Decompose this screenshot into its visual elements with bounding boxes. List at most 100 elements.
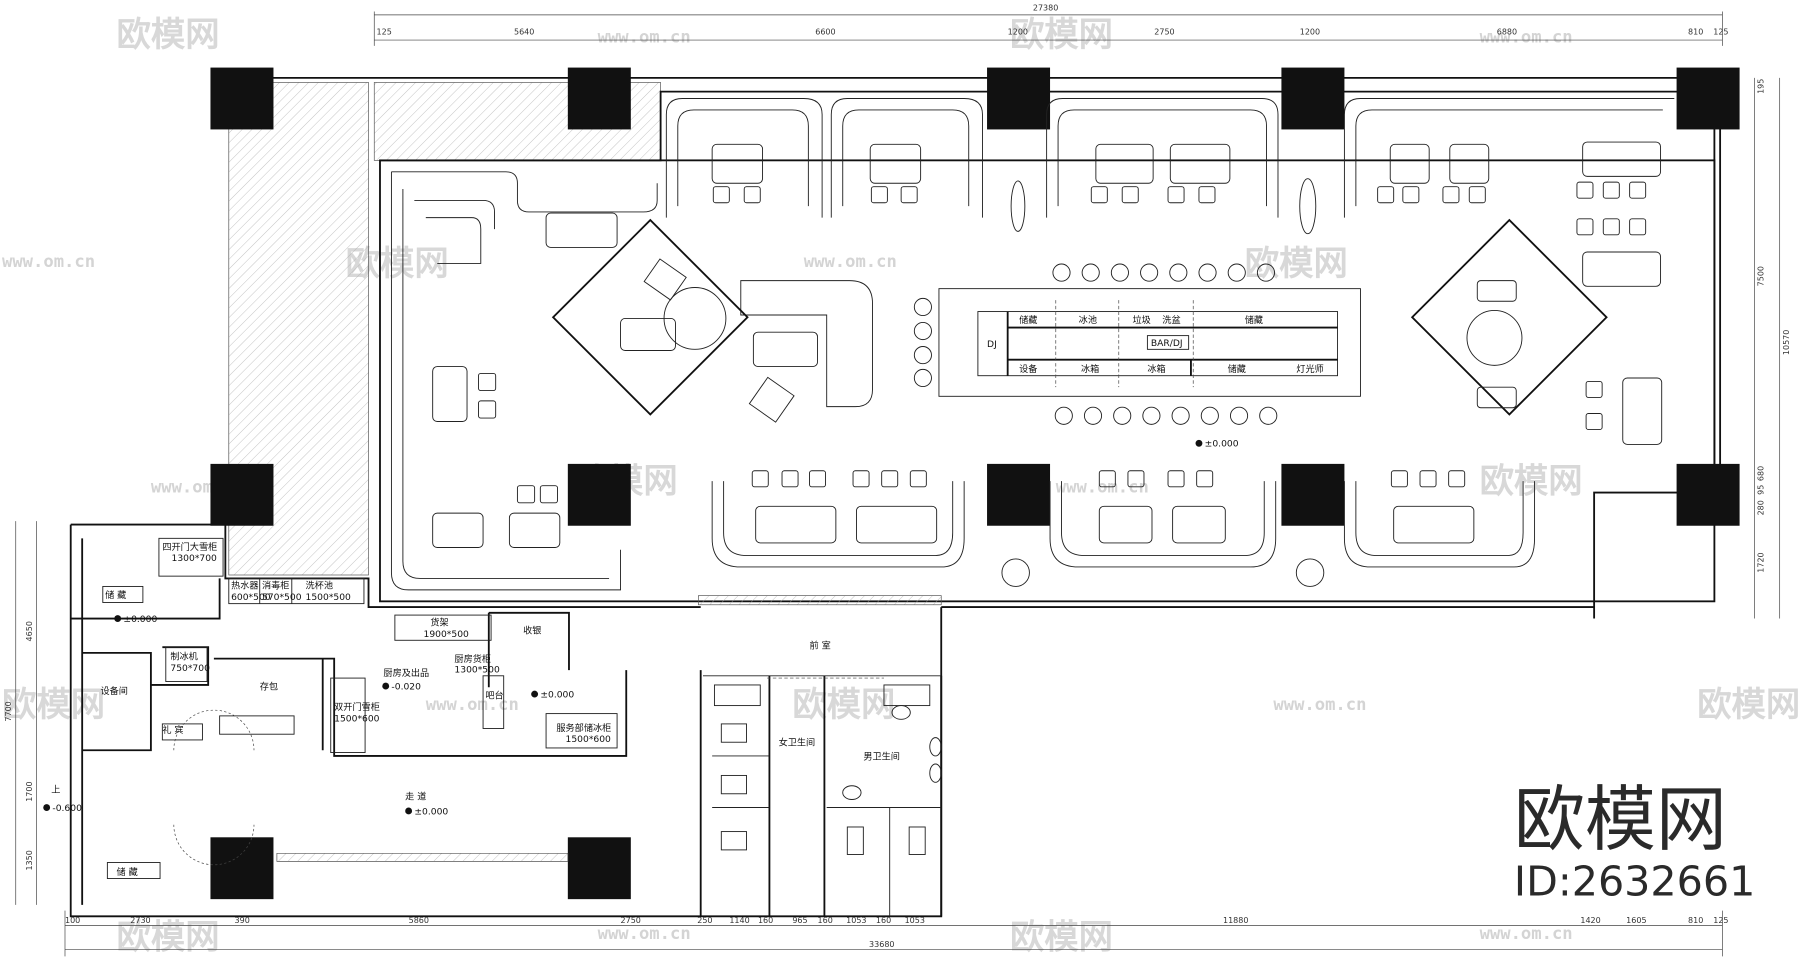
- room-label: 收银: [523, 624, 541, 636]
- room-label: 走 道: [405, 790, 426, 802]
- watermark-url: www.om.cn: [2, 252, 95, 272]
- structural-columns: [210, 67, 1740, 900]
- room-label: 储 藏: [105, 589, 126, 601]
- room-label: 储 藏: [117, 866, 138, 878]
- dim-bottom: 965: [792, 916, 807, 925]
- dim-bottom: 5860: [409, 916, 429, 925]
- bar-stool: [1081, 263, 1100, 282]
- small-seat: [1629, 218, 1647, 236]
- level-value: ±0.000: [123, 614, 157, 625]
- dim-top: 6880: [1497, 27, 1517, 36]
- room-label: 洗杯池: [306, 580, 333, 592]
- dim-bottom: 810: [1688, 916, 1703, 925]
- bar-cell-label: 冰池: [1079, 314, 1097, 326]
- dim-bottom: 1053: [846, 916, 866, 925]
- small-seat: [1127, 470, 1145, 488]
- dim-top-total: 27380: [1033, 3, 1058, 12]
- level-marker-icon: [405, 807, 413, 815]
- bar-cell-label: 冰箱: [1081, 363, 1099, 375]
- room-label: 存包: [260, 681, 278, 693]
- column: [1676, 67, 1740, 130]
- bar-cell-label: 洗盆: [1162, 314, 1180, 326]
- small-seat: [870, 186, 888, 204]
- bar-stool: [1140, 263, 1159, 282]
- room-label: 570*500: [262, 592, 302, 603]
- bar-stool: [1142, 406, 1161, 425]
- brand-logo: 欧模网: [1514, 778, 1727, 861]
- watermark-url: www.om.cn: [598, 27, 691, 47]
- bar-stool: [913, 321, 932, 341]
- small-seat: [1167, 186, 1185, 204]
- small-seat: [1196, 470, 1214, 488]
- small-seat: [881, 470, 899, 488]
- watermark-logo: 欧模网: [1245, 244, 1348, 284]
- small-seat: [1390, 470, 1408, 488]
- dim-right: 95: [1757, 485, 1766, 495]
- level-value: ±0.000: [414, 806, 448, 817]
- small-seat: [900, 186, 918, 204]
- level-marker-icon: [531, 690, 539, 698]
- room-label: 吧台: [485, 690, 503, 702]
- dim-top: 810: [1688, 27, 1703, 36]
- dim-right: 1720: [1757, 552, 1766, 572]
- bar-stool: [1083, 406, 1103, 425]
- watermark-url: www.om.cn: [598, 924, 691, 944]
- room-label: 设备间: [101, 685, 128, 697]
- dim-bottom: 1605: [1626, 916, 1646, 925]
- model-id: ID:2632661: [1514, 858, 1755, 906]
- room-label: 消毒柜: [262, 580, 289, 592]
- room-label: 1500*600: [566, 734, 612, 745]
- room-label: 厨房及出品: [383, 667, 429, 679]
- dim-right: 680: [1757, 466, 1766, 481]
- watermark-logo: 欧模网: [792, 685, 895, 725]
- watermark-url: www.om.cn: [1273, 695, 1366, 715]
- watermark-logo: 欧模网: [117, 15, 220, 55]
- small-seat: [1198, 186, 1216, 204]
- small-seat: [1602, 218, 1620, 236]
- small-seat: [852, 470, 870, 488]
- column: [567, 67, 631, 130]
- level-value: -0.600: [52, 803, 82, 814]
- small-seat: [1576, 218, 1594, 236]
- watermark-logo: 欧模网: [1010, 917, 1113, 957]
- bar-dj-counter: [938, 288, 1361, 397]
- back-of-house-fixtures: [102, 537, 618, 879]
- column: [210, 67, 274, 130]
- dim-bottom-total: 33680: [869, 940, 894, 949]
- small-seat: [1167, 470, 1185, 488]
- bar-cell-label: 设备: [1019, 363, 1037, 375]
- dim-top: 125: [1713, 27, 1728, 36]
- bar-center-label: BAR/DJ: [1151, 338, 1183, 349]
- room-label: 厨房货柜: [454, 653, 491, 665]
- small-seat: [743, 186, 761, 204]
- column: [987, 67, 1051, 130]
- small-seat: [1585, 380, 1603, 398]
- restroom-fixtures: [713, 677, 942, 855]
- room-label: 1500*600: [334, 714, 380, 725]
- bar-stool: [1227, 263, 1246, 282]
- small-seat: [1585, 413, 1603, 430]
- bar-stool: [1113, 406, 1132, 425]
- watermark-url: www.om.cn: [1056, 478, 1149, 498]
- dim-bottom: 11880: [1223, 916, 1248, 925]
- room-label: 女卫生间: [779, 737, 816, 749]
- dim-bottom: 1140: [729, 916, 749, 925]
- room-label: 1300*500: [454, 664, 500, 675]
- bar-stool: [1054, 406, 1073, 425]
- vip-diamond-right: [1410, 218, 1608, 416]
- column: [1676, 463, 1740, 526]
- small-seat: [1448, 470, 1466, 488]
- bar-stool: [1052, 263, 1071, 282]
- dim-right: 10570: [1782, 330, 1791, 355]
- dim-left: 1350: [25, 850, 34, 870]
- watermark-logo: 欧模网: [1480, 462, 1583, 502]
- small-seat: [1629, 181, 1647, 199]
- bar-dj-label: DJ: [987, 339, 997, 350]
- booth-seating: [390, 98, 1675, 591]
- small-seat: [1090, 186, 1108, 204]
- room-label: 四开门大雪柜: [162, 541, 217, 553]
- level-marker-icon: [382, 682, 390, 690]
- watermark-logo: 欧模网: [1010, 15, 1113, 55]
- bar-stool: [1169, 263, 1188, 282]
